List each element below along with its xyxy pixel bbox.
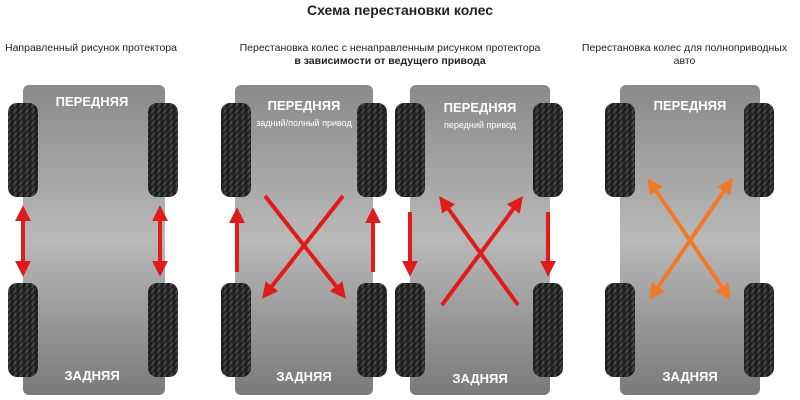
car-body <box>23 85 165 395</box>
car-drive-note: задний/полный привод <box>256 118 352 128</box>
car-rear-label: ЗАДНЯЯ <box>662 369 717 384</box>
tire-icon <box>221 103 251 197</box>
car-3: ПЕРЕДНЯЯ передний привод ЗАДНЯЯ <box>395 85 563 395</box>
tire-icon <box>533 103 563 197</box>
section-heading-directional: Направленный рисунок протектора <box>5 42 177 54</box>
tire-icon <box>533 283 563 377</box>
car-rear-label: ЗАДНЯЯ <box>64 368 119 383</box>
car-rear-label: ЗАДНЯЯ <box>452 371 507 386</box>
arrow-icon <box>262 194 345 299</box>
car-front-label: ПЕРЕДНЯЯ <box>444 100 517 115</box>
car-1: ПЕРЕДНЯЯ ЗАДНЯЯ <box>8 85 178 395</box>
car-front-label: ПЕРЕДНЯЯ <box>56 94 129 109</box>
tire-icon <box>357 103 387 197</box>
diagram-title: Схема перестановки колес <box>306 2 494 18</box>
tire-icon <box>395 103 425 197</box>
car-front-label: ПЕРЕДНЯЯ <box>268 98 341 113</box>
car-body <box>410 85 550 395</box>
tire-icon <box>357 283 387 377</box>
tire-icon <box>148 283 178 377</box>
section-heading-nondirectional-line1: Перестановка колес с ненаправленным рису… <box>239 42 541 54</box>
car-4: ПЕРЕДНЯЯ ЗАДНЯЯ <box>605 85 774 395</box>
arrow-icon <box>440 196 523 307</box>
tire-icon <box>605 103 635 197</box>
tire-icon <box>221 283 251 377</box>
car-front-label: ПЕРЕДНЯЯ <box>654 98 727 113</box>
tire-icon <box>395 283 425 377</box>
car-body <box>235 85 373 395</box>
tire-icon <box>744 103 774 197</box>
tire-icon <box>148 103 178 197</box>
car-rear-label: ЗАДНЯЯ <box>276 369 331 384</box>
section-heading-nondirectional-line2: в зависимости от ведущего привода <box>294 55 486 67</box>
tire-icon <box>8 103 38 197</box>
tire-icon <box>605 283 635 377</box>
car-drive-note: передний привод <box>444 120 517 130</box>
section-heading-awd: Перестановка колес для полноприводных ав… <box>581 42 788 67</box>
tire-icon <box>744 283 774 377</box>
car-2: ПЕРЕДНЯЯ задний/полный привод ЗАДНЯЯ <box>221 85 387 395</box>
section-heading-nondirectional: Перестановка колес с ненаправленным рису… <box>225 42 555 68</box>
tire-icon <box>8 283 38 377</box>
arrow-icon <box>649 178 733 300</box>
